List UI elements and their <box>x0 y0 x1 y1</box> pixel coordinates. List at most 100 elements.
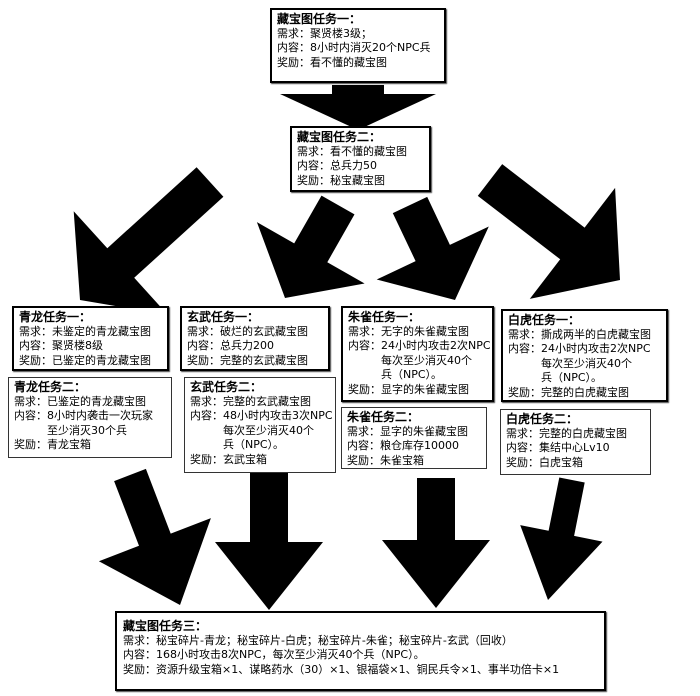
label-text: 奖励 <box>277 55 299 69</box>
task-reward-label: 奖励： <box>123 663 156 678</box>
label-text: 奖励 <box>14 438 36 451</box>
task-reward-value: 秘宝藏宝图 <box>330 174 385 189</box>
label-separator: ： <box>145 633 156 647</box>
arrow-t2-to-xuanwu1 <box>256 195 365 298</box>
task-title: 青龙任务二： <box>14 380 87 394</box>
task-req-label: 需求： <box>14 395 47 410</box>
label-separator: ： <box>528 426 539 440</box>
label-separator: ： <box>209 339 220 352</box>
label-separator: ： <box>370 339 381 352</box>
task-content-label: 内容： <box>508 342 541 386</box>
task-content-label: 内容： <box>277 41 310 56</box>
task-reward-label: 奖励： <box>508 386 541 401</box>
task-reward-value: 完整的白虎藏宝图 <box>541 386 629 401</box>
task-req-value: 破烂的玄武藏宝图 <box>220 325 308 340</box>
value-line: 至少消灭30个兵 <box>47 423 127 437</box>
task-box-qinglong-2: 青龙任务二：需求：已鉴定的青龙藏宝图内容：8小时内袭击一次玩家至少消灭30个兵奖… <box>8 377 172 458</box>
task-reward-value: 已鉴定的青龙藏宝图 <box>52 354 151 369</box>
label-separator: ： <box>36 438 47 451</box>
task-req-value: 秘宝碎片-青龙；秘宝碎片-白虎；秘宝碎片-朱雀；秘宝碎片-玄武（回收） <box>156 634 513 649</box>
label-separator: ： <box>319 144 330 158</box>
label-separator: ： <box>41 339 52 352</box>
task-content-value: 8小时内消灭20个NPC兵 <box>310 41 431 56</box>
task-reward-label: 奖励： <box>277 56 310 71</box>
task-content-value: 集结中心Lv10 <box>539 441 610 456</box>
value-line: 显字的朱雀藏宝图 <box>381 382 469 396</box>
task-reward-row: 奖励：朱雀宝箱 <box>347 454 481 469</box>
task-reward-label: 奖励： <box>347 454 380 469</box>
task-title: 白虎任务二： <box>506 412 579 426</box>
task-box-treasure-map-3: 藏宝图任务三：需求：秘宝碎片-青龙；秘宝碎片-白虎；秘宝碎片-朱雀；秘宝碎片-玄… <box>115 611 606 691</box>
label-separator: ： <box>530 342 541 355</box>
label-text: 需求 <box>506 426 528 440</box>
task-reward-value: 朱雀宝箱 <box>380 454 424 469</box>
task-title: 朱雀任务二： <box>347 410 420 424</box>
task-content-row: 内容：总兵力200 <box>187 339 323 354</box>
label-text: 奖励 <box>187 353 209 367</box>
task-title: 玄武任务二： <box>190 380 263 394</box>
value-line: 已鉴定的青龙藏宝图 <box>47 394 146 408</box>
label-separator: ： <box>369 424 380 438</box>
task-req-row: 需求：完整的玄武藏宝图 <box>190 395 330 410</box>
task-content-label: 内容： <box>14 409 47 438</box>
task-req-label: 需求： <box>297 145 330 160</box>
task-content-row: 内容：粮仓库存10000 <box>347 439 481 454</box>
value-line: 粮仓库存10000 <box>380 439 459 452</box>
task-req-value: 已鉴定的青龙藏宝图 <box>47 395 146 410</box>
label-separator: ： <box>209 324 220 338</box>
task-content-label: 内容： <box>19 339 52 354</box>
task-req-row: 需求：无字的朱雀藏宝图 <box>348 325 487 340</box>
task-box-qinglong-1: 青龙任务一：需求：未鉴定的青龙藏宝图内容：聚贤楼8级奖励：已鉴定的青龙藏宝图 <box>12 306 169 371</box>
task-content-label: 内容： <box>190 409 223 453</box>
task-req-label: 需求： <box>277 27 310 42</box>
label-text: 需求 <box>14 394 36 408</box>
task-title: 玄武任务一： <box>187 310 260 324</box>
label-text: 需求 <box>347 424 369 438</box>
value-line: 完整的玄武藏宝图 <box>220 353 308 367</box>
task-reward-value: 资源升级宝箱×1、谋略药水（30）×1、银福袋×1、铜民兵令×1、事半功倍卡×1 <box>156 663 559 678</box>
task-req-label: 需求： <box>190 395 223 410</box>
value-line: 8小时内袭击一次玩家 <box>47 409 153 422</box>
value-line: 青龙宝箱 <box>47 438 91 451</box>
label-separator: ： <box>319 173 330 187</box>
arrow-t1-to-t2 <box>280 85 436 130</box>
label-separator: ： <box>41 324 52 338</box>
task-title: 青龙任务一： <box>19 310 92 324</box>
label-separator: ： <box>41 353 52 367</box>
task-content-row: 内容：168小时攻击8次NPC，每次至少消灭40个兵（NPC）。 <box>123 648 598 663</box>
task-content-value: 聚贤楼8级 <box>52 339 103 354</box>
task-box-treasure-map-1: 藏宝图任务一：需求：聚贤楼3级；内容：8小时内消灭20个NPC兵奖励：看不懂的藏… <box>270 8 446 83</box>
value-line: 撕成两半的白虎藏宝图 <box>541 327 651 341</box>
task-req-row: 需求：完整的白虎藏宝图 <box>506 427 645 442</box>
label-text: 需求 <box>297 144 319 158</box>
value-line: 每次至少消灭40个 <box>223 423 314 437</box>
label-text: 内容 <box>506 441 528 454</box>
label-text: 内容 <box>347 439 369 452</box>
value-line: 每次至少消灭40个 <box>381 353 472 367</box>
label-text: 奖励 <box>348 382 370 396</box>
task-title: 藏宝图任务三： <box>123 619 208 633</box>
task-content-value: 总兵力50 <box>330 159 377 174</box>
task-reward-value: 显字的朱雀藏宝图 <box>381 383 469 398</box>
label-text: 内容 <box>277 41 299 54</box>
label-separator: ： <box>528 441 539 454</box>
task-content-row: 内容：聚贤楼8级 <box>19 339 162 354</box>
task-reward-label: 奖励： <box>14 438 47 453</box>
label-text: 奖励 <box>297 173 319 187</box>
task-reward-label: 奖励： <box>506 456 539 471</box>
task-req-row: 需求：看不懂的藏宝图 <box>297 145 424 160</box>
label-separator: ： <box>528 455 539 469</box>
task-content-value: 8小时内袭击一次玩家至少消灭30个兵 <box>47 409 153 438</box>
label-text: 奖励 <box>347 453 369 467</box>
value-line: 24小时内攻击2次NPC <box>541 342 651 355</box>
value-line: 未鉴定的青龙藏宝图 <box>52 324 151 338</box>
label-separator: ： <box>36 394 47 408</box>
task-title: 藏宝图任务二： <box>297 130 382 144</box>
task-req-value: 未鉴定的青龙藏宝图 <box>52 325 151 340</box>
label-text: 需求 <box>187 324 209 338</box>
value-line: 玄武宝箱 <box>223 452 267 466</box>
label-separator: ： <box>145 648 156 661</box>
